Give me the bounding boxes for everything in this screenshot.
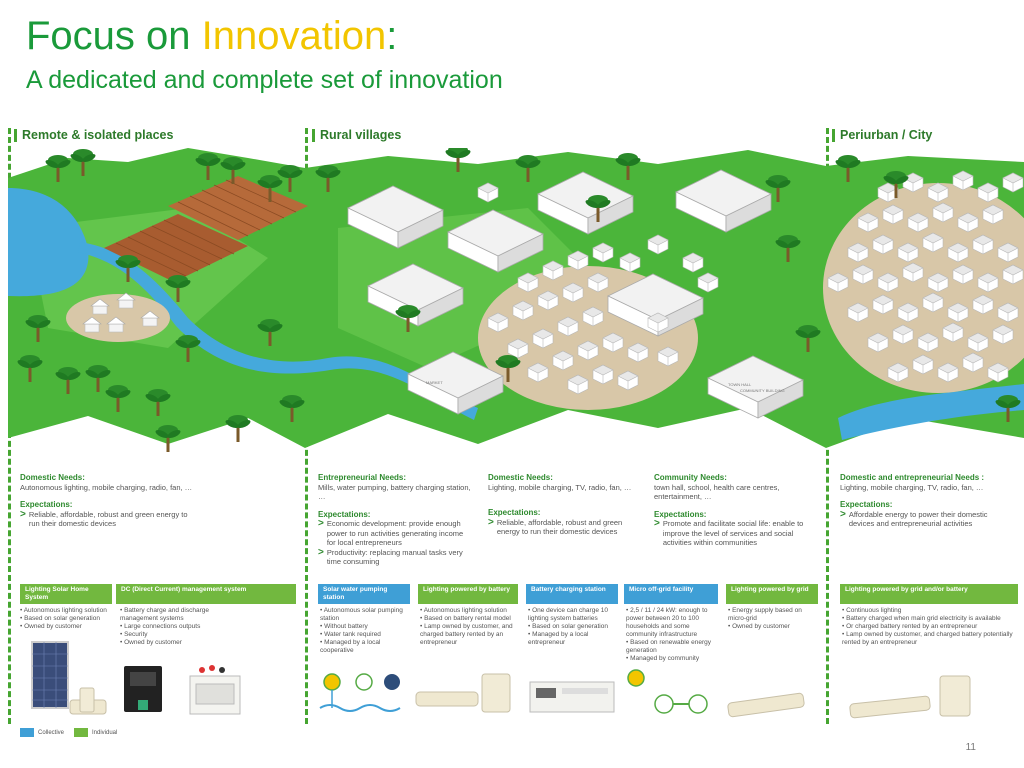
solution-card-micro-off-grid: Micro off-grid facility <box>624 584 718 604</box>
solution-list-battery-charging: • One device can charge 10 lighting syst… <box>528 607 608 646</box>
solar-pump-diagram-icon <box>319 673 401 712</box>
product-images-remote <box>31 641 241 715</box>
city-needs: Domestic and entrepreneurial Needs : Lig… <box>840 473 988 528</box>
solution-card-water-pumping: Solar water pumping station <box>318 584 410 604</box>
arrow-icon: > <box>488 516 494 528</box>
market-sign: MARKET <box>426 380 443 385</box>
rural-community-needs: Community Needs: town hall, school, heal… <box>654 473 804 547</box>
dc-box-icon <box>124 666 162 712</box>
zone-heading-remote: Remote & isolated places <box>14 128 173 142</box>
zone-heading-city: Periurban / City <box>832 128 932 142</box>
rural-domestic-needs: Domestic Needs: Lighting, mobile chargin… <box>488 473 632 536</box>
legend-swatch-collective <box>20 728 34 737</box>
product-images-rural <box>319 669 805 718</box>
arrow-icon: > <box>840 508 846 520</box>
solution-card-battery-charging: Battery charging station <box>526 584 618 604</box>
arrow-icon: > <box>20 508 26 520</box>
micro-grid-diagram-icon <box>627 669 708 714</box>
solution-card-lighting-grid-battery: Lighting powered by grid and/or battery <box>840 584 1018 604</box>
zone-heading-rural: Rural villages <box>312 128 401 142</box>
community-building-sign: COMMUNITY BUILDING <box>740 388 785 393</box>
title-highlight: Innovation <box>201 14 387 58</box>
solution-list-lighting-grid-battery: • Continuous lighting • Battery charged … <box>842 607 1013 646</box>
arrow-icon: > <box>654 518 660 529</box>
arrow-icon: > <box>318 546 324 558</box>
rural-entrepreneurial-needs: Entrepreneurial Needs: Mills, water pump… <box>318 473 471 566</box>
solution-card-dc-management: DC (Direct Current) management system <box>116 584 296 604</box>
page-number: 11 <box>965 742 976 753</box>
title-prefix: Focus on <box>26 14 202 58</box>
solution-list-solar-home: • Autonomous lighting solution • Based o… <box>20 607 107 630</box>
solution-list-water-pumping: • Autonomous solar pumping station • Wit… <box>320 607 403 654</box>
charging-station-icon <box>529 681 615 713</box>
arrow-icon: > <box>318 518 324 529</box>
page-subtitle: A dedicated and complete set of innovati… <box>26 66 503 94</box>
legend-swatch-individual <box>74 728 88 737</box>
solution-card-lighting-battery: Lighting powered by battery <box>418 584 518 604</box>
lamp-icon <box>849 695 931 719</box>
solution-list-micro-off-grid: • 2,5 / 11 / 24 kW: enough to power betw… <box>626 607 712 662</box>
solution-list-dc-management: • Battery charge and discharge managemen… <box>120 607 209 646</box>
lighting-battery-icon <box>415 673 511 713</box>
battery-icon <box>939 675 971 717</box>
solar-panel-icon <box>31 641 69 709</box>
grid-lamp-icon <box>727 692 805 718</box>
town-hall-sign: TOWN HALL <box>728 382 752 387</box>
title-suffix: : <box>386 14 398 58</box>
battery-icon <box>79 687 95 713</box>
page-title: Focus on Innovation: <box>26 14 397 58</box>
control-unit-icon <box>189 665 241 715</box>
legend-individual: Individual <box>74 728 117 737</box>
solution-card-lighting-grid: Lighting powered by grid <box>726 584 818 604</box>
legend-collective: Collective <box>20 728 64 737</box>
solution-card-solar-home: Lighting Solar Home System <box>20 584 112 604</box>
product-images-city <box>849 675 971 719</box>
landscape-illustration: TOWN HALL MARKET COMMUNITY BUILDING <box>8 148 1024 452</box>
solution-list-lighting-battery: • Autonomous lighting solution • Based o… <box>420 607 513 646</box>
solution-list-lighting-grid: • Energy supply based on micro-grid • Ow… <box>728 607 802 630</box>
remote-needs: Domestic Needs: Autonomous lighting, mob… <box>20 473 193 528</box>
